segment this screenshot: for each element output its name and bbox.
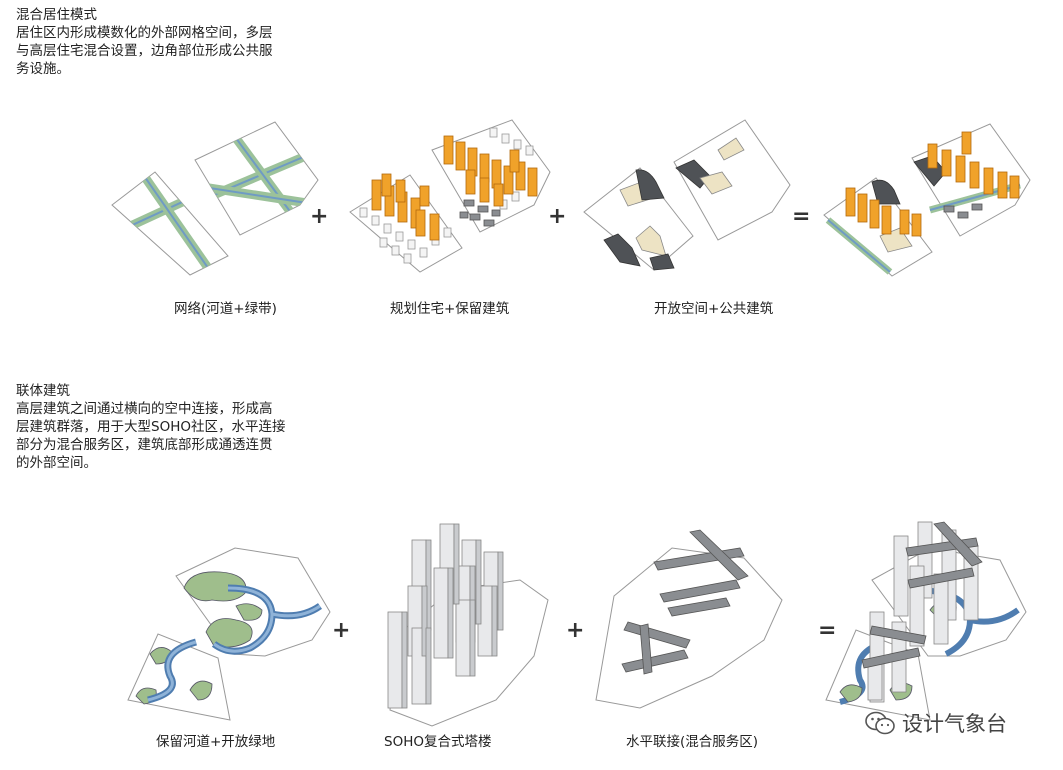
grid-diagram: [111, 121, 319, 276]
section2-desc-line: 部分为混合服务区，建筑底部形成通透连贯: [16, 437, 273, 453]
section1-desc-line: 居住区内形成模数化的外部网格空间，多层: [16, 25, 273, 41]
retained-gray-buildings: [459, 199, 501, 227]
caption-horizontal-link: 水平联接(混合服务区): [626, 734, 759, 750]
wechat-icon: [865, 711, 895, 735]
section2-desc-line: 高层建筑之间通过横向的空中连接，形成高: [16, 401, 273, 417]
section1-title: 混合居住模式: [16, 7, 97, 23]
horizontal-link-diagram: [595, 529, 783, 709]
plus-operator: +: [566, 618, 585, 643]
equals-operator: =: [818, 618, 837, 643]
soho-towers-diagram: [387, 523, 549, 727]
small-white-blocks: [359, 127, 534, 264]
combined-diagram-1: [823, 123, 1031, 277]
public-building-dark: [635, 169, 665, 201]
section1-desc-line: 与高层住宅混合设置，边角部位形成公共服: [16, 43, 273, 59]
housing-diagram: [349, 119, 551, 273]
river-park-diagram: [127, 547, 331, 721]
section2-desc-line: 的外部空间。: [16, 455, 97, 471]
section2-title: 联体建筑: [16, 383, 70, 399]
plus-operator: +: [548, 204, 567, 229]
plus-operator: +: [310, 204, 329, 229]
watermark-text: 设计气象台: [902, 712, 1007, 736]
sky-bridges: [621, 529, 749, 675]
equals-operator: =: [792, 204, 811, 229]
caption-housing: 规划住宅+保留建筑: [390, 301, 510, 317]
caption-grid: 网络(河道+绿带): [174, 301, 277, 317]
section2-text: 联体建筑 高层建筑之间通过横向的空中连接，形成高 层建筑群落，用于大型SOHO社…: [16, 382, 285, 472]
section1-text: 混合居住模式 居住区内形成模数化的外部网格空间，多层 与高层住宅混合设置，边角部…: [16, 6, 273, 78]
section2-desc-line: 层建筑群落，用于大型SOHO社区，水平连接: [16, 419, 286, 435]
caption-open-space: 开放空间+公共建筑: [654, 301, 774, 317]
orange-residential-towers: [371, 135, 538, 241]
combined-diagram-2: [825, 521, 1027, 721]
section1-desc-line: 务设施。: [16, 61, 70, 77]
watermark: 设计气象台: [864, 708, 1007, 738]
caption-soho-towers: SOHO复合式塔楼: [384, 734, 492, 750]
open-space-diagram: [583, 119, 791, 271]
caption-river-park: 保留河道+开放绿地: [156, 734, 276, 750]
plus-operator: +: [332, 618, 351, 643]
